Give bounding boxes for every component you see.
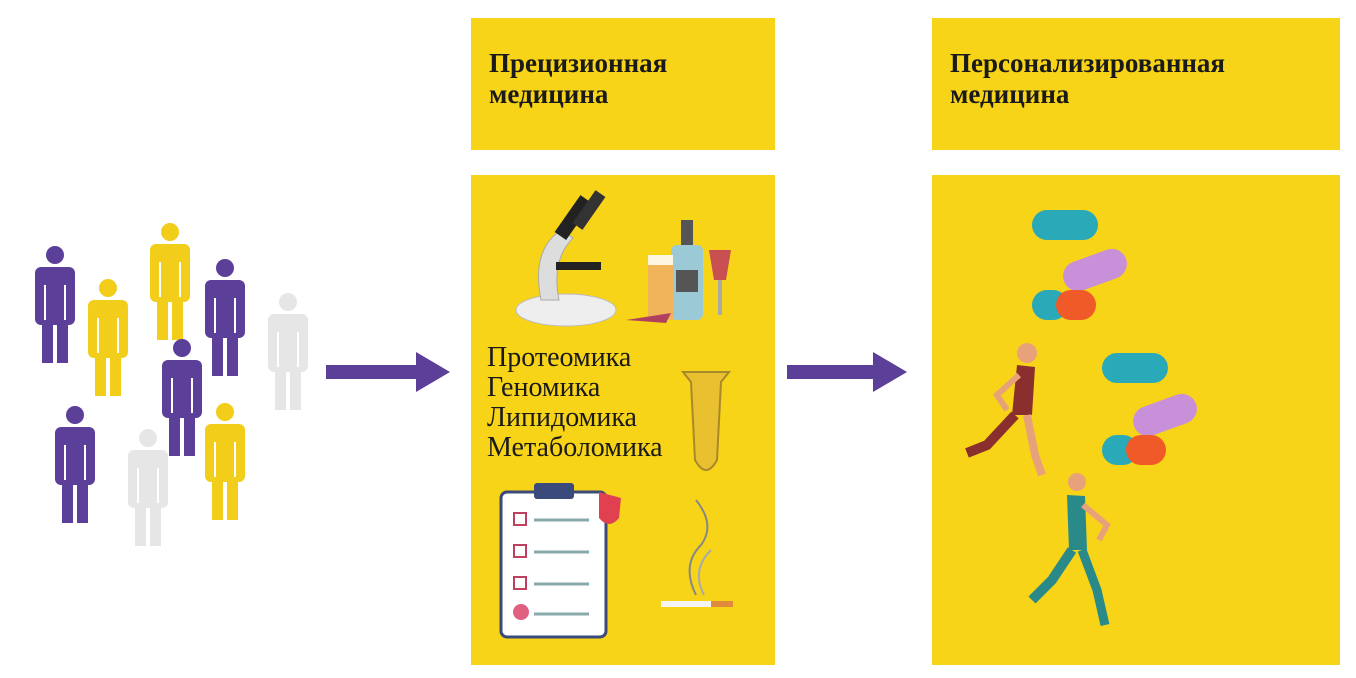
capsule-icon — [1102, 353, 1168, 383]
capsule-icon — [1032, 210, 1098, 240]
test-tube-icon — [680, 371, 732, 471]
alcohol-drinks-icon — [626, 220, 731, 323]
precision-header: Прецизионная медицина — [471, 18, 775, 150]
microscope-icon — [515, 190, 617, 327]
person-icon — [205, 403, 245, 520]
medical-checklist-icon — [499, 483, 621, 639]
person-icon — [128, 429, 168, 546]
person-icon — [205, 259, 245, 376]
people-figures — [35, 223, 308, 546]
personalized-title: Персонализированная медицина — [950, 48, 1226, 109]
person-icon — [35, 246, 75, 363]
personalized-panel — [932, 175, 1340, 665]
arrow-right-icon — [787, 352, 907, 392]
person-icon — [268, 293, 308, 410]
cigarette-icon — [661, 499, 733, 607]
capsule-icon — [1063, 248, 1127, 292]
person-icon — [150, 223, 190, 340]
precision-panel: Протеомика Геномика Липидомика Метаболом… — [471, 175, 775, 665]
omics-item: Геномика — [487, 372, 601, 403]
omics-item: Липидомика — [487, 402, 637, 433]
runner-man-icon — [1028, 473, 1111, 627]
capsule-icon — [1102, 435, 1166, 465]
precision-title: Прецизионная медицина — [489, 48, 668, 109]
person-icon — [88, 279, 128, 396]
person-icon — [162, 339, 202, 456]
personalized-header: Персонализированная медицина — [932, 18, 1340, 150]
capsule-icon — [1032, 290, 1096, 320]
runner-woman-icon — [965, 343, 1046, 477]
population-group — [0, 0, 320, 678]
capsule-icon — [1133, 393, 1197, 437]
arrow-right-icon — [326, 352, 450, 392]
omics-item: Протеомика — [487, 342, 632, 373]
pills-icon — [1032, 210, 1197, 465]
person-icon — [55, 406, 95, 523]
omics-list: Протеомика Геномика Липидомика Метаболом… — [487, 343, 663, 463]
omics-item: Метаболомика — [487, 432, 663, 463]
